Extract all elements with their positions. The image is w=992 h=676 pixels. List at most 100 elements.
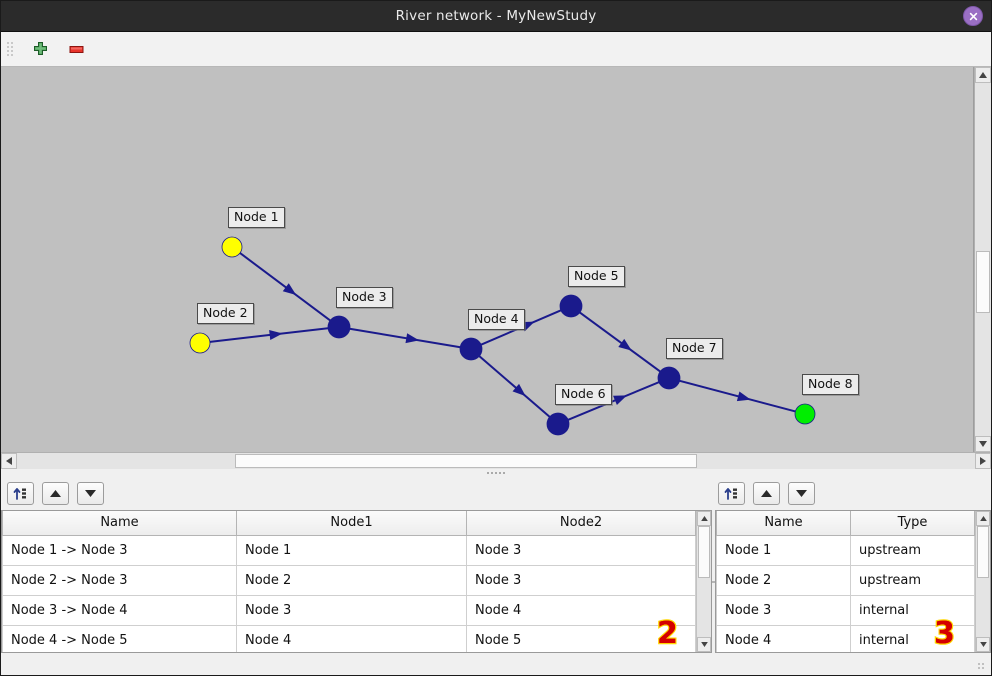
scroll-up-icon[interactable] xyxy=(697,511,711,526)
move-down-icon[interactable] xyxy=(77,482,104,505)
table-cell[interactable]: Node 2 -> Node 3 xyxy=(2,565,237,596)
graph-edge[interactable] xyxy=(348,327,462,349)
table-cell[interactable]: internal xyxy=(850,595,975,626)
window-resize-grip[interactable] xyxy=(978,663,988,673)
table-cell[interactable]: Node 2 xyxy=(236,565,467,596)
graph-node[interactable] xyxy=(327,315,351,339)
table-cell[interactable]: Node 4 -> Node 5 xyxy=(2,625,237,652)
graph-node-label[interactable]: Node 3 xyxy=(336,287,393,309)
reaches-vscroll-thumb[interactable] xyxy=(698,526,710,578)
panel-splitter[interactable] xyxy=(1,469,991,477)
table-cell[interactable]: Node 3 xyxy=(466,535,696,566)
nodes-vscroll-track[interactable] xyxy=(976,526,990,637)
table-cell[interactable]: Node 2 xyxy=(716,565,851,596)
graph-edge[interactable] xyxy=(238,251,332,322)
table-cell[interactable]: Node 3 xyxy=(236,595,467,626)
column-header[interactable]: Name xyxy=(2,511,237,536)
scroll-down-icon[interactable] xyxy=(697,637,711,652)
graph-node-label[interactable]: Node 5 xyxy=(568,266,625,288)
graph-node[interactable] xyxy=(657,366,681,390)
table-cell[interactable]: Node 3 -> Node 4 xyxy=(2,595,237,626)
graph-vscroll-track[interactable] xyxy=(975,83,991,436)
graph-node-label[interactable]: Node 8 xyxy=(802,374,859,396)
graph-edge[interactable] xyxy=(566,380,661,422)
nodes-table-vertical-scrollbar[interactable] xyxy=(975,511,990,652)
sort-ascending-icon[interactable] xyxy=(718,482,745,505)
column-header[interactable]: Node2 xyxy=(466,511,696,536)
table-cell[interactable]: Node 1 -> Node 3 xyxy=(2,535,237,566)
table-cell[interactable]: upstream xyxy=(850,535,975,566)
scroll-right-icon[interactable] xyxy=(975,453,991,469)
graph-node[interactable] xyxy=(221,236,243,258)
sort-ascending-icon[interactable] xyxy=(7,482,34,505)
graph-node-label[interactable]: Node 2 xyxy=(197,303,254,325)
scroll-down-icon[interactable] xyxy=(976,637,990,652)
graph-edge[interactable] xyxy=(578,311,662,373)
graph-node-label[interactable]: Node 4 xyxy=(468,309,525,331)
graph-node[interactable] xyxy=(794,403,816,425)
table-cell[interactable]: Node 4 xyxy=(236,625,467,652)
graph-canvas[interactable]: Node 1 Node 2 Node 3 Node 4 Node 5 Node 6 Node… xyxy=(1,67,975,452)
reaches-vscroll-track[interactable] xyxy=(697,526,711,637)
graph-node-label[interactable]: Node 1 xyxy=(228,207,285,229)
scroll-down-icon[interactable] xyxy=(975,436,991,452)
table-cell[interactable]: Node 4 xyxy=(716,625,851,652)
table-cell[interactable]: Node 4 xyxy=(466,595,696,626)
column-header[interactable]: Name xyxy=(716,511,851,536)
close-icon[interactable] xyxy=(963,6,983,26)
tables-splitter[interactable] xyxy=(712,510,715,653)
table-cell[interactable]: Node 3 xyxy=(716,595,851,626)
table-cell[interactable]: internal xyxy=(850,625,975,652)
column-header[interactable]: Node1 xyxy=(236,511,467,536)
graph-hscroll-track[interactable] xyxy=(17,453,975,469)
table-cell[interactable]: Node 5 xyxy=(466,625,696,652)
table-cell[interactable]: Node 3 xyxy=(466,565,696,596)
move-down-icon[interactable] xyxy=(788,482,815,505)
scroll-left-icon[interactable] xyxy=(1,453,17,469)
scroll-up-icon[interactable] xyxy=(975,67,991,83)
graph-vscroll-thumb[interactable] xyxy=(976,251,990,313)
move-up-icon[interactable] xyxy=(753,482,780,505)
graph-edge[interactable] xyxy=(477,354,552,419)
add-node-icon[interactable] xyxy=(28,37,52,61)
remove-node-icon[interactable] xyxy=(64,37,88,61)
table-cell[interactable]: Node 1 xyxy=(716,535,851,566)
column-header[interactable]: Type xyxy=(850,511,975,536)
move-up-icon[interactable] xyxy=(42,482,69,505)
graph-edge[interactable] xyxy=(208,327,330,343)
graph-hscroll-thumb[interactable] xyxy=(235,454,697,468)
reaches-table-vertical-scrollbar[interactable] xyxy=(696,511,711,652)
scroll-up-icon[interactable] xyxy=(976,511,990,526)
table-cell[interactable]: upstream xyxy=(850,565,975,596)
toolbar-drag-handle[interactable] xyxy=(7,38,14,60)
graph-vertical-scrollbar[interactable] xyxy=(974,67,991,452)
graph-node[interactable] xyxy=(546,412,570,436)
graph-node[interactable] xyxy=(559,294,583,318)
title-bar: River network - MyNewStudy xyxy=(1,1,991,32)
graph-node[interactable] xyxy=(459,337,483,361)
graph-node[interactable] xyxy=(189,332,211,354)
graph-edge[interactable] xyxy=(678,379,797,413)
graph-node-label[interactable]: Node 6 xyxy=(555,384,612,406)
nodes-vscroll-thumb[interactable] xyxy=(977,526,989,578)
graph-node-label[interactable]: Node 7 xyxy=(666,338,723,360)
table-cell[interactable]: Node 1 xyxy=(236,535,467,566)
graph-horizontal-scrollbar[interactable] xyxy=(1,452,991,469)
